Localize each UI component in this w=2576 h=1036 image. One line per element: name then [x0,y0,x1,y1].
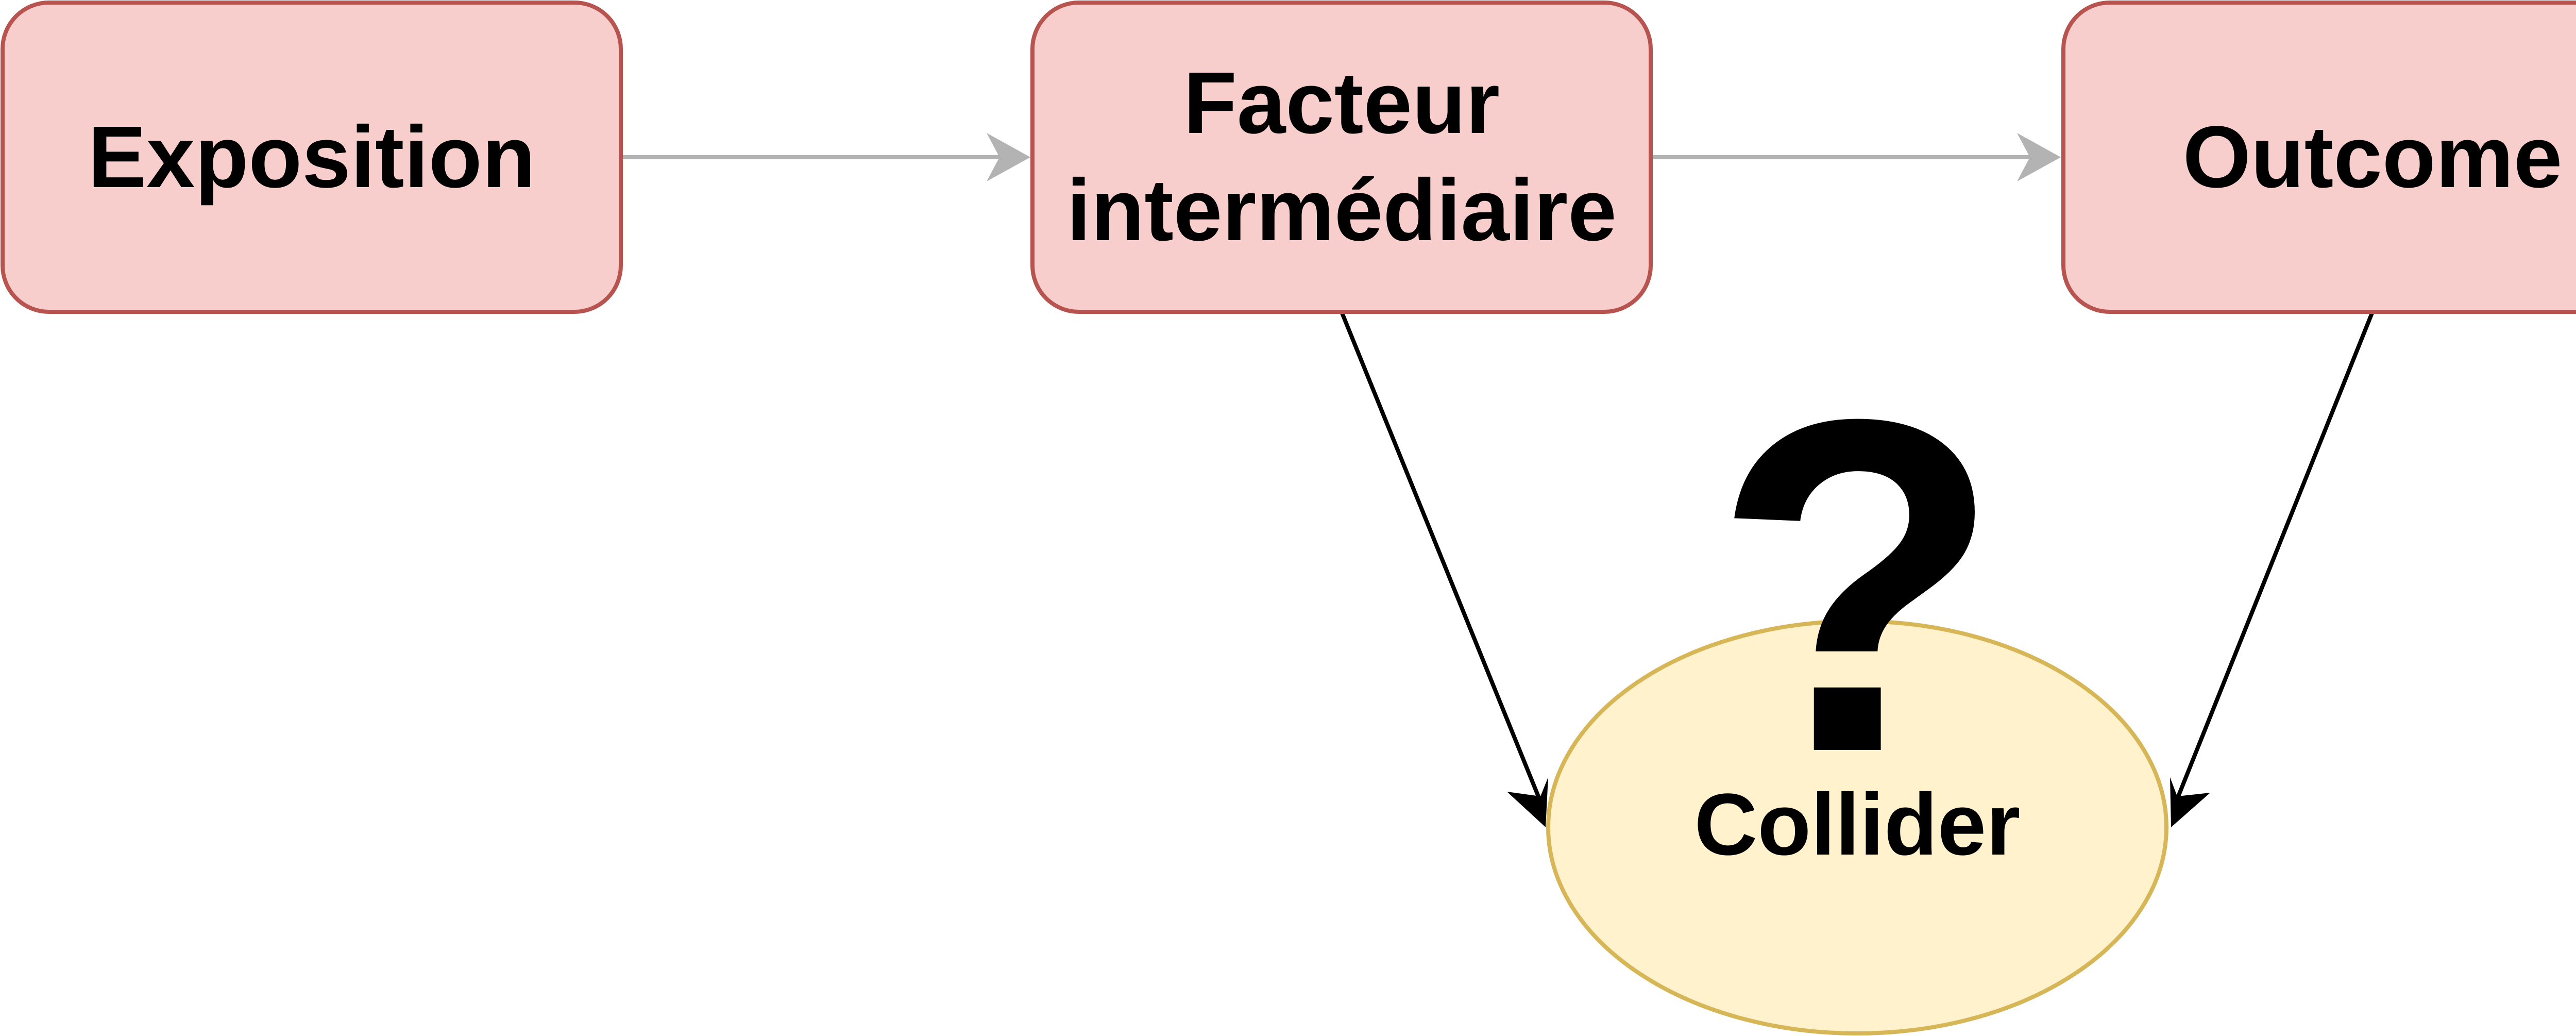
edge-outcome-to-collider [2170,311,2375,827]
node-exposition: Exposition [1,1,623,314]
node-collider-label: Collider [1694,776,2021,874]
question-mark: ? [1713,321,2002,850]
edge-intermediate-to-outcome [1653,133,2061,181]
edge-intermediate-to-collider [1340,311,1548,827]
node-outcome-label: Outcome [2183,108,2563,206]
node-intermediate-label-line1: Facteur [1183,54,1500,152]
node-outcome: Outcome [2061,1,2576,314]
edge-exposition-to-intermediate [622,133,1030,181]
node-intermediate-label-line2: intermédiaire [1066,161,1617,259]
node-intermediate-factor: Facteur intermédiaire [1030,1,1653,314]
node-collider: Collider [1546,619,2168,1035]
node-exposition-label: Exposition [88,108,536,206]
